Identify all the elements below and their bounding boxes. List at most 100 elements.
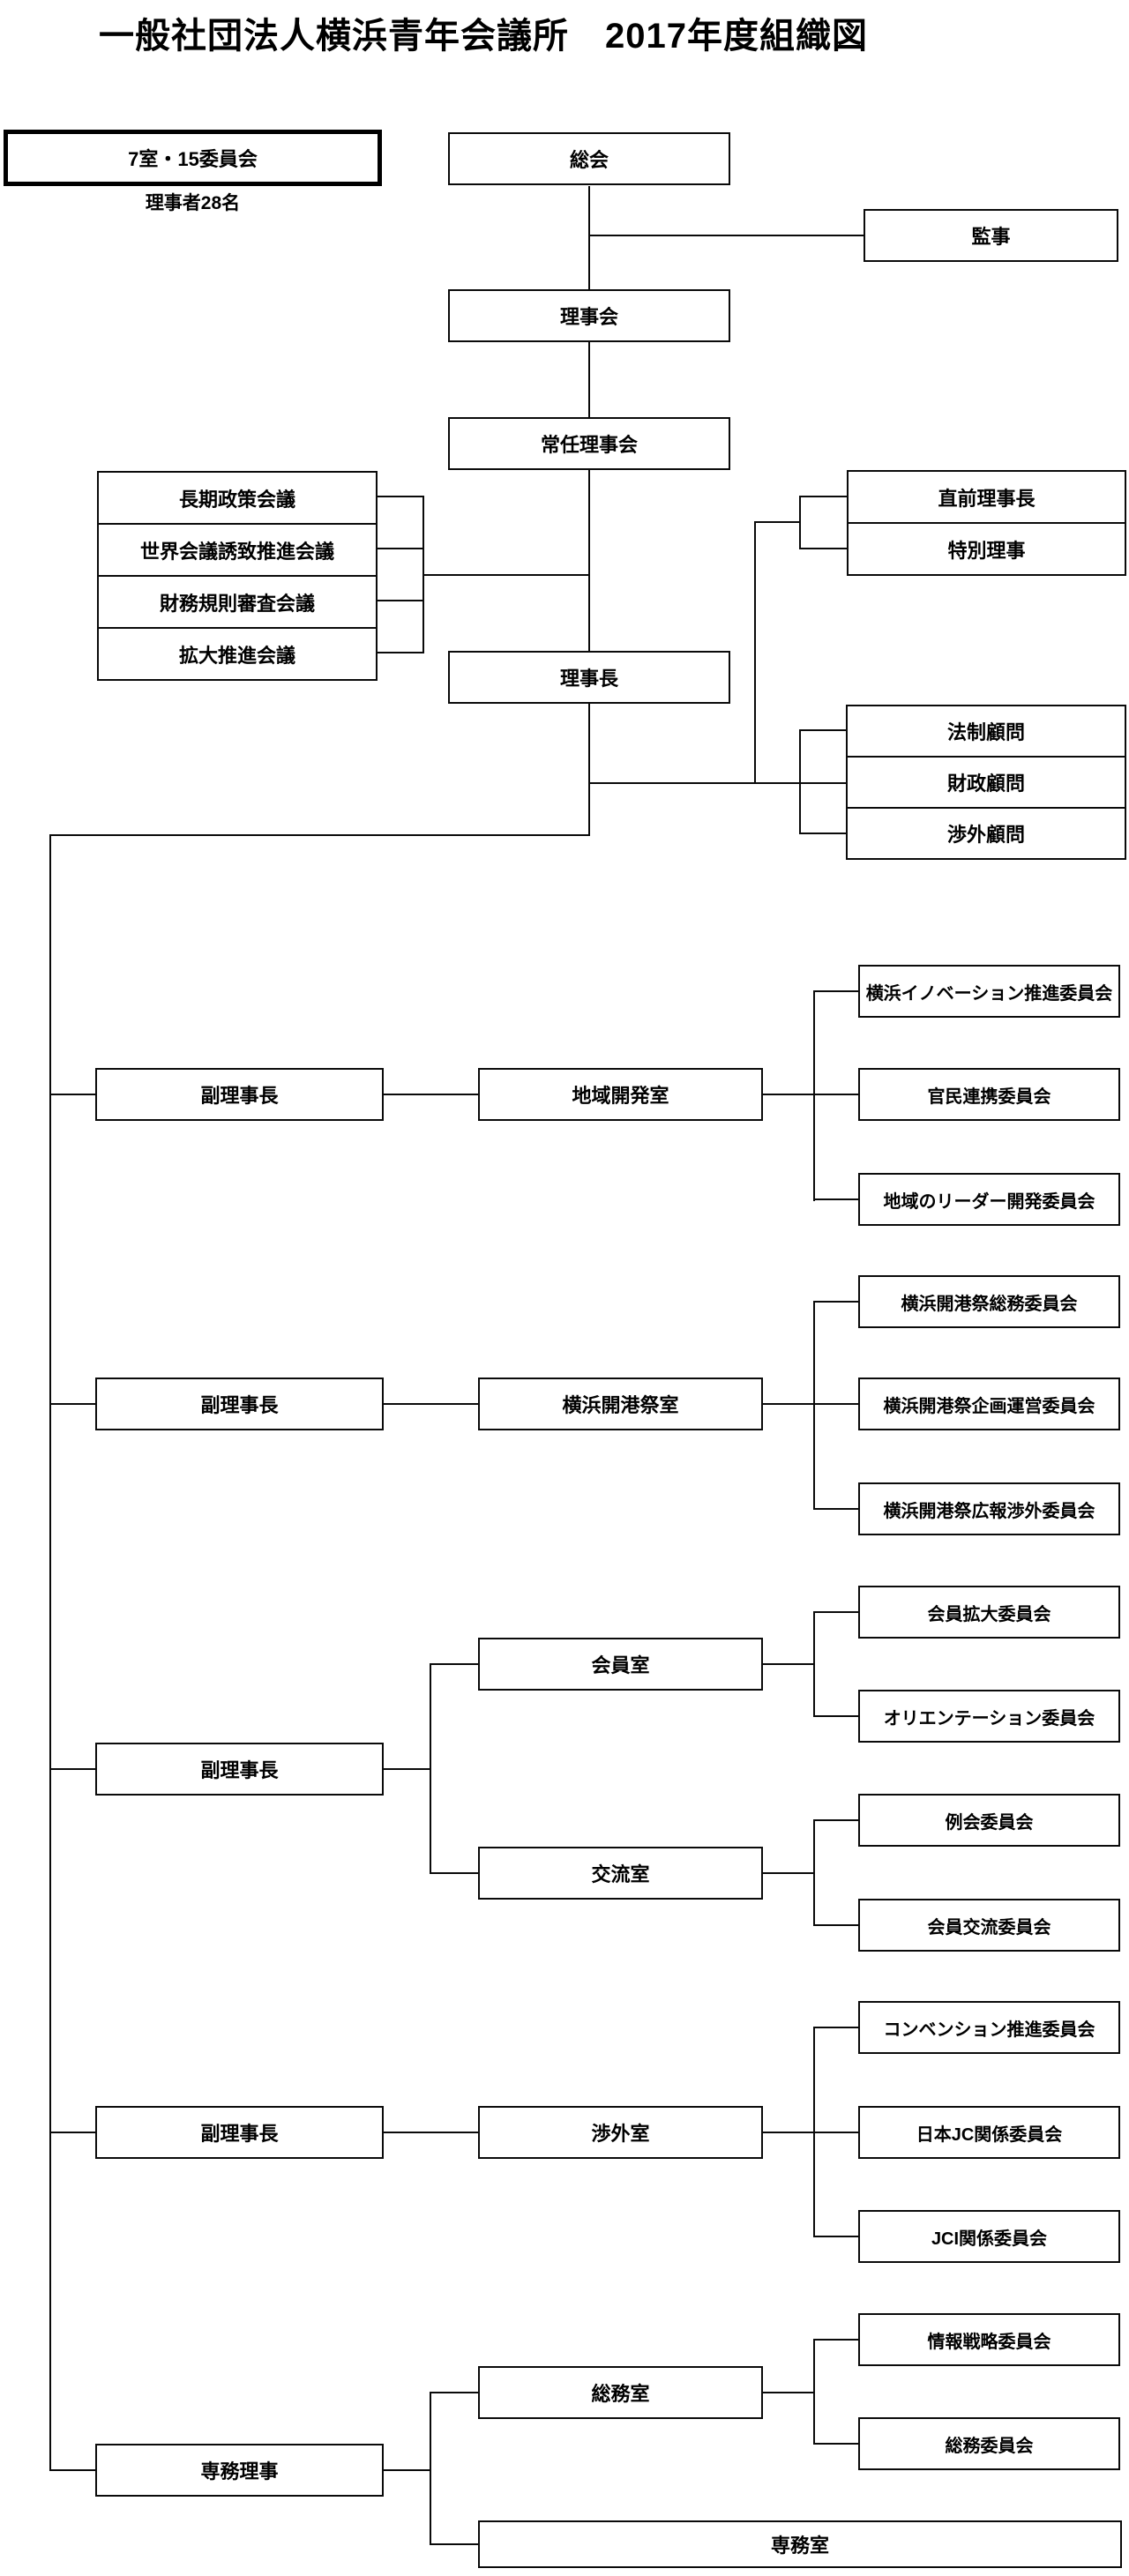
legend-note: 理事者28名 (145, 193, 241, 213)
connector (49, 1768, 95, 1770)
node-room: 総務室 (478, 2366, 763, 2419)
node-auditor: 監事 (864, 209, 1118, 262)
connector (49, 834, 590, 836)
connector (754, 521, 801, 523)
connector (49, 834, 51, 2471)
connector (799, 729, 801, 834)
node-vice-chairman: 副理事長 (95, 1068, 384, 1121)
connector (813, 2443, 858, 2445)
connector (588, 186, 590, 289)
connector (813, 1819, 815, 1926)
connector (813, 990, 815, 1201)
node-advisor: 渉外顧問 (846, 807, 1126, 860)
connector (813, 1508, 858, 1510)
connector (49, 1094, 95, 1095)
node-room: 横浜開港祭室 (478, 1378, 763, 1430)
node-general-assembly: 総会 (448, 132, 730, 185)
node-vice-chairman: 副理事長 (95, 2106, 384, 2159)
connector (813, 2027, 858, 2028)
node-committee: 情報戦略委員会 (858, 2313, 1120, 2366)
node-committee: 横浜開港祭広報渉外委員会 (858, 1482, 1120, 1535)
node-committee: 横浜開港祭総務委員会 (858, 1275, 1120, 1328)
connector (813, 1301, 815, 1510)
node-committee: 例会委員会 (858, 1794, 1120, 1847)
node-committee: コンベンション推進委員会 (858, 2001, 1120, 2054)
connector (378, 600, 424, 601)
connector (430, 1663, 431, 1874)
connector (49, 2469, 95, 2471)
connector (813, 2027, 815, 2237)
connector (49, 1403, 95, 1405)
node-room: 交流室 (478, 1847, 763, 1900)
node-room: 渉外室 (478, 2106, 763, 2159)
connector (430, 2392, 431, 2545)
node-committee: 地域のリーダー開発委員会 (858, 1173, 1120, 1226)
node-committee: 横浜イノベーション推進委員会 (858, 965, 1120, 1018)
connector (813, 1198, 858, 1200)
connector (813, 990, 858, 992)
node-board: 理事会 (448, 289, 730, 342)
connector (588, 704, 590, 836)
node-council: 拡大推進会議 (97, 627, 378, 681)
node-room: 会員室 (478, 1638, 763, 1691)
connector (422, 574, 590, 576)
node-committee: 会員拡大委員会 (858, 1586, 1120, 1639)
connector (763, 1403, 858, 1405)
node-room: 地域開発室 (478, 1068, 763, 1121)
connector (378, 652, 424, 653)
node-committee: 日本JC関係委員会 (858, 2106, 1120, 2159)
connector (763, 1872, 815, 1874)
node-chairman: 理事長 (448, 651, 730, 704)
connector (763, 1663, 815, 1665)
connector (384, 2469, 431, 2471)
connector (799, 548, 847, 549)
node-committee: オリエンテーション委員会 (858, 1690, 1120, 1743)
node-committee: 会員交流委員会 (858, 1899, 1120, 1952)
connector (799, 833, 846, 834)
connector (588, 235, 864, 236)
connector (813, 1819, 858, 1821)
connector (588, 341, 590, 417)
connector (588, 470, 590, 651)
connector (378, 496, 424, 497)
connector (430, 2543, 478, 2545)
node-vice-chairman: 副理事長 (95, 1743, 384, 1796)
connector (799, 496, 847, 497)
connector (763, 2392, 815, 2393)
node-committee: 官民連携委員会 (858, 1068, 1120, 1121)
connector (813, 1924, 858, 1926)
connector (813, 1611, 858, 1613)
connector (384, 2132, 478, 2133)
connector (384, 1403, 478, 1405)
node-vice-chairman: 副理事長 (95, 1378, 384, 1430)
legend-box: 7室・15委員会 (4, 130, 382, 186)
connector (813, 2339, 815, 2445)
node-council: 世界会議誘致推進会議 (97, 523, 378, 577)
node-committee: JCI関係委員会 (858, 2210, 1120, 2263)
node-advisor: 財政顧問 (846, 756, 1126, 809)
connector (813, 1301, 858, 1303)
node-standing-board: 常任理事会 (448, 417, 730, 470)
node-senior-advisor: 特別理事 (847, 522, 1126, 576)
connector (813, 1715, 858, 1717)
node-committee: 横浜開港祭企画運営委員会 (858, 1378, 1120, 1430)
node-committee: 総務委員会 (858, 2417, 1120, 2470)
connector (813, 2236, 858, 2237)
connector (799, 729, 846, 731)
connector (754, 522, 756, 783)
connector (588, 782, 846, 784)
connector (49, 2132, 95, 2133)
connector (763, 1094, 858, 1095)
node-executive-director: 専務理事 (95, 2444, 384, 2497)
connector (430, 2392, 478, 2393)
connector (430, 1872, 478, 1874)
connector (384, 1094, 478, 1095)
node-senior-advisor: 直前理事長 (847, 470, 1126, 524)
node-council: 財務規則審査会議 (97, 575, 378, 629)
connector (384, 1768, 431, 1770)
connector (763, 2132, 858, 2133)
node-room-wide: 専務室 (478, 2520, 1122, 2568)
connector (378, 548, 424, 549)
connector (430, 1663, 478, 1665)
